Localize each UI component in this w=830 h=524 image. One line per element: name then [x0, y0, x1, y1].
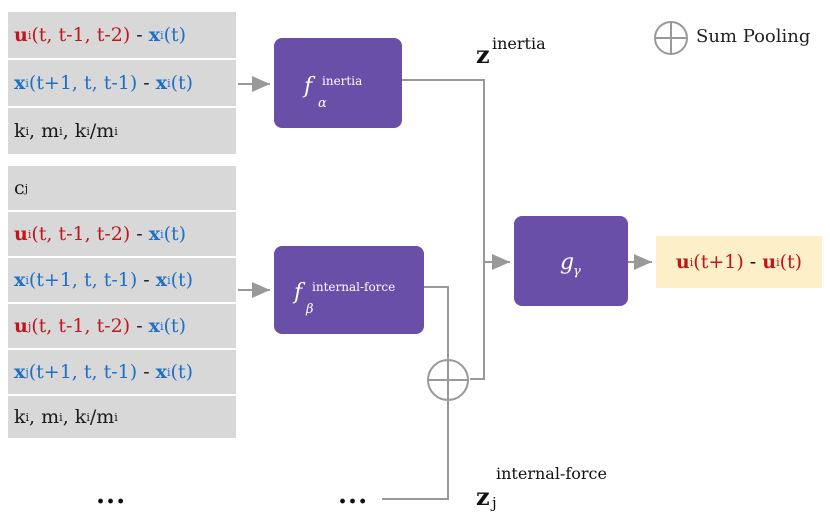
line-z-inertia [402, 79, 485, 262]
legend-sum-pooling-icon [654, 21, 688, 55]
z-internal-sub: j [492, 494, 497, 512]
z-internal-label: z [476, 482, 490, 511]
f-beta-block: f internal-force β [274, 246, 424, 334]
z-inertia-label: z [476, 40, 490, 69]
f-alpha-block: f inertia α [274, 38, 402, 128]
g-gamma-block: g γ [514, 216, 628, 306]
legend-label: Sum Pooling [696, 26, 811, 47]
ellipsis-mid: ... [338, 480, 369, 510]
line-other-to-pool [382, 401, 449, 500]
sum-pooling-icon [427, 359, 469, 401]
z-inertia-sup: inertia [492, 34, 546, 53]
line-pool-to-g [470, 262, 485, 380]
ellipsis-left: ... [96, 480, 127, 510]
z-internal-sup: internal-force [496, 464, 607, 483]
line-f-beta-to-pool [424, 286, 449, 362]
